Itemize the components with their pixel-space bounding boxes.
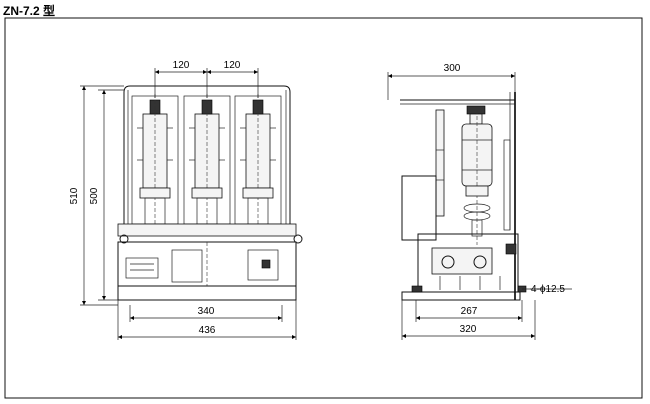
dim-pitch-left: 120 [173, 60, 190, 71]
pole-3 [234, 94, 282, 230]
dim-body-height: 500 [89, 187, 100, 204]
insulator-rod [435, 109, 445, 217]
dim-base-depth: 320 [460, 324, 477, 335]
dim-mount-holes: 4-ϕ12.5 [531, 284, 565, 295]
nameplate [125, 257, 159, 279]
counter-window [247, 249, 279, 281]
dim-total-width: 436 [199, 325, 216, 336]
pole-2 [183, 94, 231, 230]
dim-pitch-right: 120 [224, 60, 241, 71]
pole-1 [131, 94, 179, 230]
side-dimensions: 300 4-ϕ12.5 267 320 [387, 63, 572, 340]
drawing-frame [4, 17, 643, 399]
dim-base-width: 340 [198, 306, 215, 317]
front-crossbar [117, 223, 297, 237]
side-view [400, 92, 527, 301]
drawing-title: ZN-7.2 型 [3, 4, 56, 18]
dim-total-depth: 300 [444, 63, 461, 74]
front-base-plate [117, 285, 297, 301]
side-base [401, 291, 521, 301]
side-front-cover [401, 175, 437, 241]
dim-hole-spacing: 267 [461, 306, 478, 317]
front-view [117, 85, 303, 305]
dim-total-height: 510 [69, 187, 80, 204]
front-dimensions: 120 120 510 500 340 436 [69, 60, 297, 340]
